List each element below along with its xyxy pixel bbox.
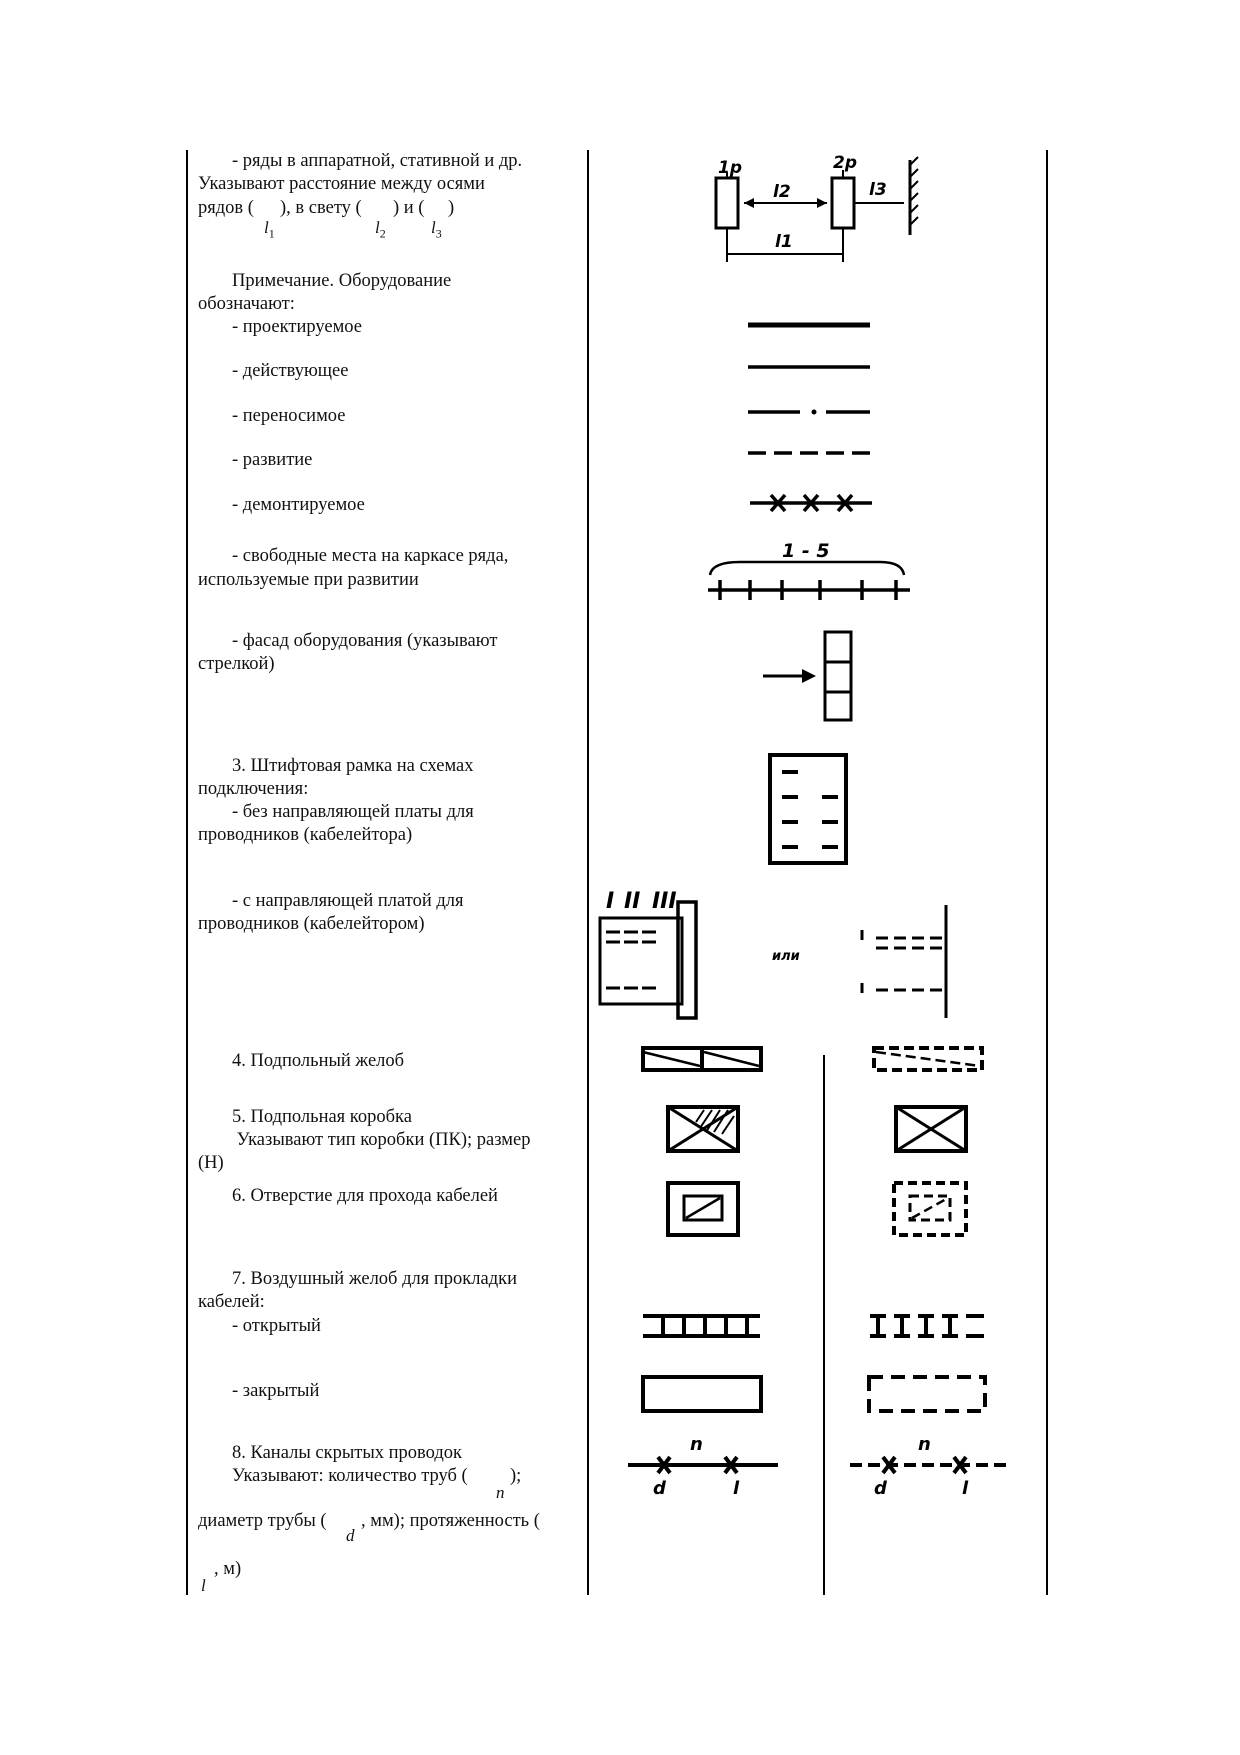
channel-label-d-existing: d bbox=[874, 1478, 888, 1499]
underfloor-box-line2: Указывают тип коробки (ПК); размер bbox=[232, 1130, 531, 1150]
underfloor-trough-designed bbox=[641, 1046, 763, 1072]
air-trough-open: - открытый bbox=[232, 1316, 321, 1336]
rows-description: Указывают расстояние между осями bbox=[198, 174, 485, 194]
cable-hole-designed bbox=[666, 1181, 740, 1237]
channel-label-l-existing: l bbox=[962, 1478, 969, 1499]
pin-frame-without-plate-symbol bbox=[768, 753, 848, 865]
underfloor-box-line3: (Н) bbox=[198, 1153, 224, 1173]
symbol-d: d bbox=[346, 1526, 355, 1545]
label-1p: 1р bbox=[718, 158, 742, 178]
channel-label-n-existing: n bbox=[918, 1434, 931, 1455]
underfloor-box-title: 5. Подпольная коробка bbox=[232, 1107, 412, 1127]
underfloor-trough-title: 4. Подпольный желоб bbox=[232, 1051, 405, 1071]
rows-paren-1: рядов ( bbox=[198, 198, 254, 218]
rows-paren-4: ) bbox=[448, 198, 455, 218]
note-item-dismantled: - демонтируемое bbox=[232, 495, 365, 515]
note-item-existing: - действующее bbox=[232, 361, 349, 381]
air-trough-closed: - закрытый bbox=[232, 1381, 320, 1401]
table-column-divider bbox=[587, 150, 589, 1595]
underfloor-trough-existing bbox=[872, 1046, 984, 1072]
table-right-border bbox=[1046, 150, 1048, 1595]
roman-1: I bbox=[606, 889, 614, 914]
line-relocated bbox=[748, 409, 870, 415]
rows-paren-3: ) и ( bbox=[393, 198, 425, 218]
pin-frame-with-plate-symbol: I II III или bbox=[598, 889, 948, 1020]
pin-frame-title: 3. Штифтовая рамка на схемах bbox=[232, 756, 474, 776]
pin-frame-title-cont: подключения: bbox=[198, 779, 309, 799]
rows-paren-2: ), в свету ( bbox=[280, 198, 362, 218]
free-places-line1: - свободные места на каркасе ряда, bbox=[232, 546, 509, 566]
roman-2: II bbox=[624, 889, 640, 914]
air-trough-closed-designed bbox=[641, 1375, 763, 1413]
symbol-n: n bbox=[496, 1483, 505, 1502]
hidden-channels-title: 8. Каналы скрытых проводок bbox=[232, 1443, 463, 1463]
air-trough-open-designed bbox=[643, 1314, 760, 1338]
label-l1: l1 bbox=[775, 232, 793, 252]
hidden-channels-line2-end: ); bbox=[510, 1466, 522, 1486]
line-dismantled bbox=[750, 493, 872, 513]
or-label: или bbox=[772, 949, 800, 964]
pin-frame-without-plate-cont: проводников (кабелейтора) bbox=[198, 825, 413, 845]
note-title-cont: обозначают: bbox=[198, 294, 295, 314]
free-places-line2: используемые при развитии bbox=[198, 570, 419, 590]
symbol-l: l bbox=[201, 1576, 206, 1595]
symbol-l2: l2 bbox=[375, 218, 386, 241]
free-places-label: 1 - 5 bbox=[782, 540, 830, 562]
rows-title: - ряды в аппаратной, стативной и др. bbox=[232, 151, 523, 171]
underfloor-box-existing bbox=[894, 1105, 968, 1153]
note-item-designed: - проектируемое bbox=[232, 317, 362, 337]
channel-label-d: d bbox=[653, 1478, 667, 1499]
hidden-channels-line4: , м) bbox=[214, 1559, 242, 1579]
symbol-l3: l3 bbox=[431, 218, 442, 241]
air-trough-title-cont: кабелей: bbox=[198, 1292, 265, 1312]
pin-frame-without-plate: - без направляющей платы для bbox=[232, 802, 474, 822]
hidden-channel-designed: n d l bbox=[628, 1434, 778, 1499]
note-item-development: - развитие bbox=[232, 450, 313, 470]
facade-line1: - фасад оборудования (указывают bbox=[232, 631, 498, 651]
air-trough-title: 7. Воздушный желоб для прокладки bbox=[232, 1269, 518, 1289]
hidden-channel-existing: n d l bbox=[850, 1434, 1010, 1499]
hidden-channels-line3-mid: , мм); протяженность ( bbox=[361, 1511, 540, 1531]
table-left-border bbox=[186, 150, 188, 1595]
hidden-channels-line3: диаметр трубы ( bbox=[198, 1511, 327, 1531]
label-l3: l3 bbox=[869, 180, 887, 200]
table-subcolumn-divider bbox=[823, 1055, 825, 1595]
pin-frame-with-plate-cont: проводников (кабелейтором) bbox=[198, 914, 425, 934]
note-item-relocated: - переносимое bbox=[232, 406, 346, 426]
label-2p: 2р bbox=[833, 153, 857, 173]
free-places-symbol: 1 - 5 bbox=[708, 540, 910, 600]
facade-line2: стрелкой) bbox=[198, 654, 275, 674]
roman-3: III bbox=[652, 889, 677, 914]
channel-label-n: n bbox=[690, 1434, 703, 1455]
hidden-channels-line2: Указывают: количество труб ( bbox=[232, 1466, 468, 1486]
air-trough-open-existing bbox=[870, 1314, 984, 1338]
note-title: Примечание. Оборудование bbox=[232, 271, 452, 291]
cable-hole-existing bbox=[892, 1181, 968, 1237]
channel-label-l: l bbox=[733, 1478, 740, 1499]
pin-frame-with-plate: - с направляющей платой для bbox=[232, 891, 464, 911]
cable-hole-title: 6. Отверстие для прохода кабелей bbox=[232, 1186, 498, 1206]
rows-diagram: 1р 2р l2 l3 l1 bbox=[714, 153, 919, 262]
underfloor-box-designed bbox=[666, 1105, 740, 1153]
label-l2: l2 bbox=[773, 182, 791, 202]
facade-symbol bbox=[763, 630, 853, 722]
symbol-l1: l1 bbox=[264, 218, 275, 241]
air-trough-closed-existing bbox=[867, 1375, 987, 1413]
